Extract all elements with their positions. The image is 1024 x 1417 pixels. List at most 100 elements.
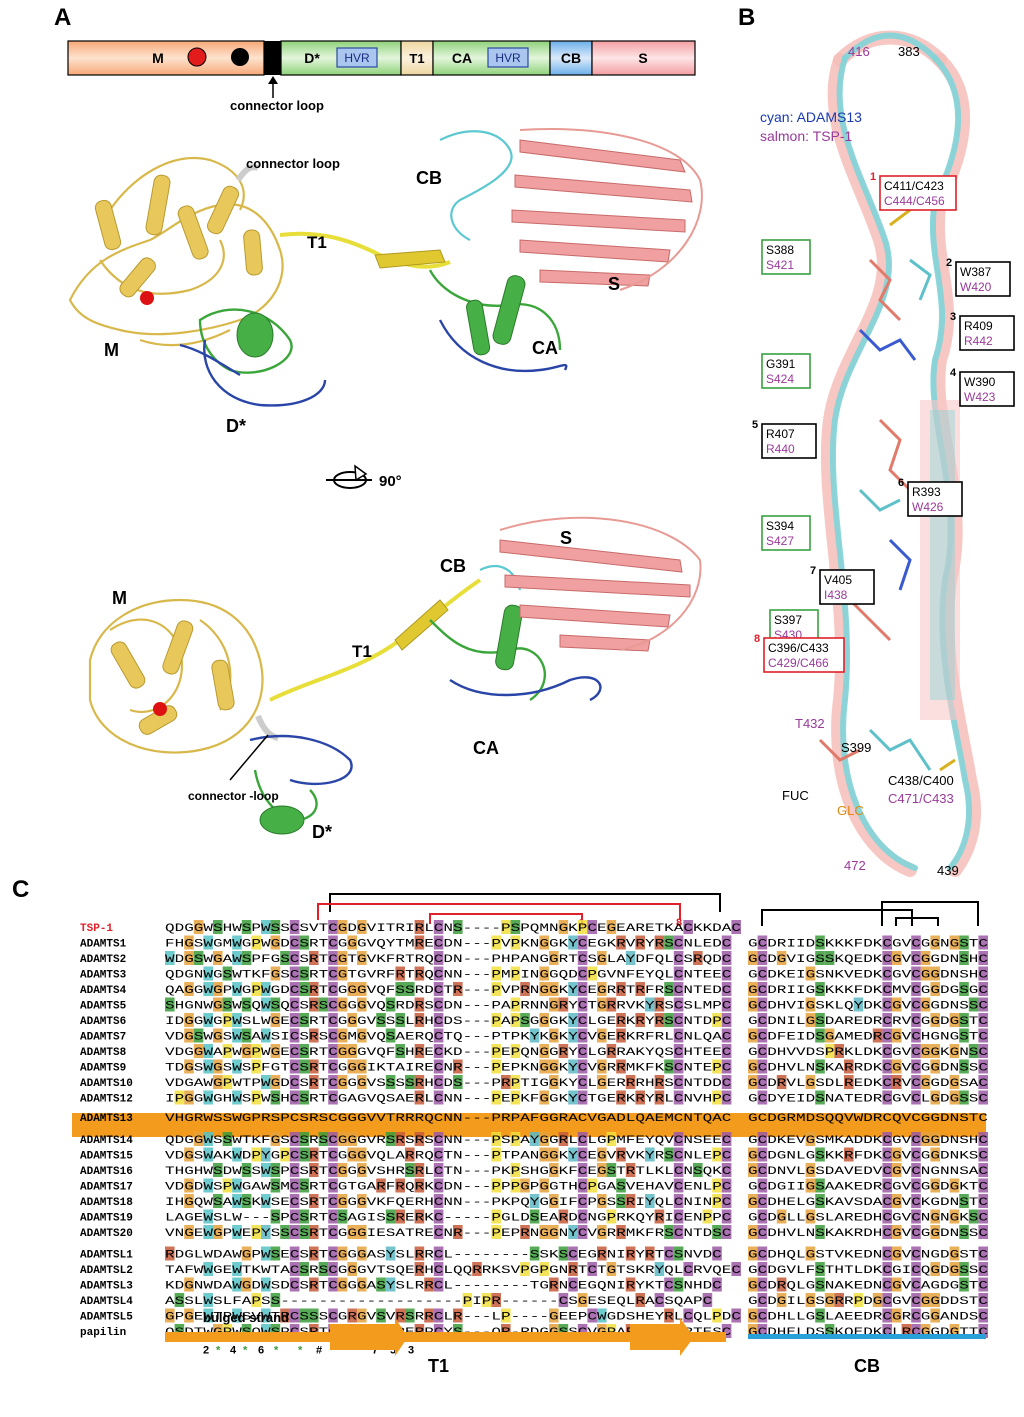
sequence-cb: GCDRIIGSKKKFDKCMVCGGDGSGC (748, 985, 989, 997)
sequence-t1: VDGSWGSWSAWSICSRSCGMGVQSAERQCTQ---PTPKYK… (165, 1032, 732, 1044)
sequence-t1: VDGGWAPWGPWGECSRTCGGGVQFSHRECKD---PEPQNG… (165, 1047, 732, 1059)
hvr-box-2 (487, 47, 529, 68)
sequence-cb: GCDGVLFSTHTLDKCGICQGDGSSC (748, 1265, 989, 1277)
residue-box-number: 6 (898, 477, 904, 489)
sequence-cb: GCDHLLGSLAEEDRCGRCGGANDSC (748, 1312, 989, 1324)
alignment-row: ADAMTS17 VDGDWSPWGAWSMCSRTCGTGARFRQRKCDN-… (80, 1178, 989, 1194)
residue-mark: 6 (258, 1345, 264, 1357)
sequence-name: ADAMTS4 (80, 985, 127, 997)
domain-t1-label: T1 (409, 51, 424, 66)
label-s399: S399 (841, 740, 871, 755)
label-c438: C438/C400 (888, 773, 954, 788)
sequence-name: ADAMTS15 (80, 1151, 133, 1163)
legend-cyan: cyan: ADAMS13 (760, 109, 862, 125)
sequence-t1: VHGRWSSWGPRSPCSRSCGGGVVTRRRQCNN---PRPAFG… (165, 1113, 732, 1125)
sequence-t1: VDGAWGPWTPWGDCSRTCGGGVSSSSRHCDS---PRPTIG… (165, 1078, 732, 1090)
sequence-name: TSP-1 (80, 923, 113, 935)
sequence-t1: VDGSWAKWDPYGPCSRTCGGGVQLARRQCTN---PTPANG… (165, 1151, 732, 1163)
sequence-t1: GPGEWTPWSVWTRCSSSCGRGVSVRSRRCLR---LP----… (165, 1312, 742, 1324)
sequence-name: ADAMTS20 (80, 1228, 133, 1240)
residue-mark: 3 (408, 1345, 414, 1357)
sequence-t1: SHGNWGSWSQWSQCSRSCGGGVQSRDRSCDN---PAPRNN… (165, 1001, 732, 1013)
sequence-cb: GCDGNLGSKKRFDKCGVCGGDNKSC (748, 1151, 989, 1163)
sequence-cb: GCDGIIGSAAKEDRCGVCGGDGKTC (748, 1182, 989, 1194)
sequence-name: ADAMTSL2 (80, 1265, 133, 1277)
alignment-row: ADAMTSL3 KDGNWDAWGDWSDCSRTCGGGASYSLRRCL--… (80, 1277, 989, 1293)
residue-tsp1: R442 (964, 334, 993, 348)
sequence-t1: TAFWWGEWTKWTACSRSCGGGVTSQERHCLQQRRKSVPGP… (165, 1265, 742, 1277)
res-472: 472 (844, 858, 866, 873)
domain-bar: M D* HVR T1 CA HVR CB S connector loop (67, 40, 696, 113)
residue-adams13: S388 (766, 243, 794, 257)
residue-mark: * (274, 1345, 279, 1357)
zinc-ion-icon-bottom (153, 702, 167, 716)
sequence-name: ADAMTS19 (80, 1213, 133, 1225)
sequence-name: ADAMTS1 (80, 939, 127, 951)
structure-top: connector loop T1 CB S M CA D* (68, 128, 703, 436)
residue-tsp1: C429/C466 (768, 656, 829, 670)
connector-loop-caption: connector loop (230, 98, 324, 113)
residue-tsp1: R440 (766, 442, 795, 456)
domain-cb-label: CB (561, 50, 581, 66)
sequence-cb: GCDRIIDSKKKFDKCGVCGGNGSTC (748, 939, 989, 951)
sequence-t1: IHGQWSAWSKWSECSRTCGGGVKFQERHCNN---PKPQYG… (165, 1197, 732, 1209)
alignment-row: ADAMTS6 IDGGWGPWSLWGECSRTCGGGVSSSLRHCDS--… (80, 1013, 989, 1028)
sequence-cb: GCDRQLGSNAKEDNCGVCAGDGSTC (748, 1281, 989, 1293)
hvr-label-1: HVR (344, 51, 370, 65)
sequence-t1: QDGNWGSWTKFGSCSRTCGTGVRFRTRQCNN---PMPING… (165, 970, 732, 982)
sequence-name: papilin (80, 1327, 126, 1339)
sequence-name: ADAMTS17 (80, 1182, 133, 1194)
residue-box-number: 5 (752, 419, 758, 431)
sequence-name: ADAMTSL5 (80, 1312, 133, 1324)
sequence-t1: LAGEWSLW---SPCSRTCSAGISSRERKC-----PGLDSE… (165, 1213, 732, 1225)
residue-adams13: C396/C433 (768, 641, 829, 655)
disulfide-num-8: 8 (676, 917, 682, 929)
residue-adams13: W390 (964, 375, 996, 389)
domain-s-label: S (638, 50, 647, 66)
panel-b: 416 383 472 439 cyan: ADAMS13 salmon: TS… (752, 30, 1015, 878)
residue-adams13: R407 (766, 427, 795, 441)
residue-tsp1: S421 (766, 258, 794, 272)
sequence-t1: KDGNWDAWGDWSDCSRTCGGGASYSLRRCL--------TG… (165, 1281, 722, 1293)
sequence-t1: IDGGWGPWSLWGECSRTCGGGVSSSLRHCDS---PAPSGG… (165, 1016, 732, 1028)
sequence-name: ADAMTS5 (80, 1001, 127, 1013)
panel-label-c: C (12, 876, 30, 903)
sequence-name: ADAMTS3 (80, 970, 127, 982)
sequence-name: ADAMTSL3 (80, 1281, 133, 1293)
sequence-cb: GCDHVIGSKLQYDKCGVCGGDNSSC (748, 1001, 989, 1013)
residue-tsp1: S427 (766, 534, 794, 548)
sequence-name: ADAMTS13 (80, 1113, 133, 1125)
label-cb-top: CB (416, 168, 442, 188)
domain-cb (549, 40, 593, 76)
legend-salmon: salmon: TSP-1 (760, 128, 853, 144)
sequence-name: ADAMTS10 (80, 1078, 133, 1090)
label-m-top: M (104, 340, 119, 360)
sequence-t1: QDGGWSSWTKFGSCSRSCGGGVRSRSRSCNN---PSPAYG… (165, 1135, 732, 1147)
sequence-t1: VDGDWSPWGAWSMCSRTCGTGARFRQRKCDN---PPPGPG… (165, 1182, 732, 1194)
sequence-name: ADAMTS12 (80, 1094, 133, 1106)
cb-secondary-structure: CB (748, 1334, 986, 1376)
sequence-t1: IPGGWGHWSPWSHCSRTCGAGVQSAERLCNN---PEPKFG… (165, 1094, 732, 1106)
sequence-cb: GCDNILGSDAREDRCRVCGGDGSTC (748, 1016, 989, 1028)
panel-label-b: B (738, 4, 756, 31)
sequence-name: ADAMTS6 (80, 1016, 126, 1028)
residue-adams13: S394 (766, 519, 794, 533)
cb-bar-label: CB (854, 1356, 880, 1376)
residue-tsp1: W423 (964, 390, 996, 404)
residue-box-number: 4 (950, 367, 957, 379)
label-glc: GLC (837, 803, 864, 818)
sequence-cb: GCDGILGSGRRPDGCGVCGGDDSTC (748, 1296, 989, 1308)
